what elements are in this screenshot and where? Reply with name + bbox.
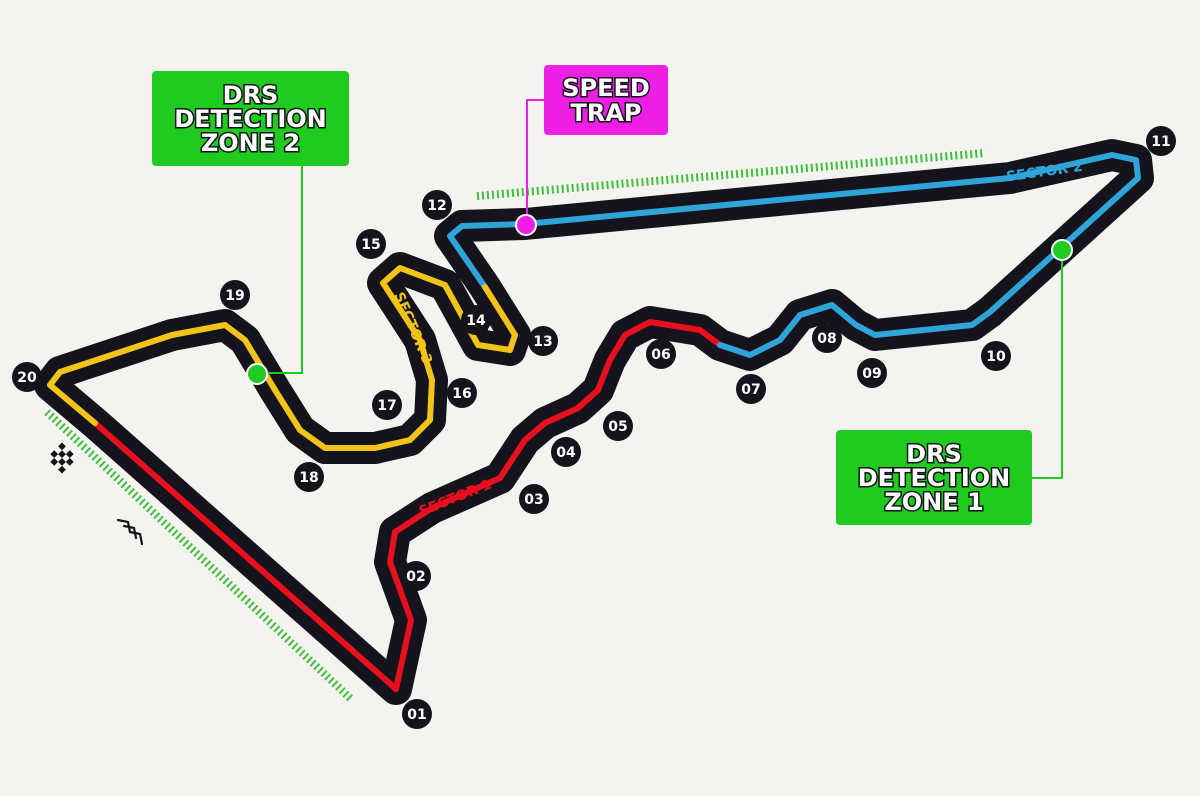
drs-zone-2-line-3: ZONE 2 bbox=[201, 129, 300, 157]
turn-badge-15: 15 bbox=[356, 229, 386, 259]
drs-detection-zone-1-box: DRS DETECTION ZONE 1 bbox=[836, 430, 1032, 525]
speed-trap-line-2: TRAP bbox=[570, 99, 641, 127]
turn-badge-18: 18 bbox=[294, 462, 324, 492]
info-connectors bbox=[258, 99, 1063, 479]
turn-badge-10: 10 bbox=[981, 341, 1011, 371]
drs-zone-2-marker bbox=[246, 363, 268, 385]
speed-trap-line-1: SPEED bbox=[562, 74, 650, 102]
turn-badge-14: 14 bbox=[461, 305, 491, 335]
checkered-flag-square bbox=[58, 458, 66, 466]
turn-label-12: 12 bbox=[427, 198, 446, 214]
checkered-flag-square bbox=[50, 450, 59, 458]
turn-badge-19: 19 bbox=[220, 280, 250, 310]
turn-badge-05: 05 bbox=[603, 411, 633, 441]
turn-badge-04: 04 bbox=[551, 437, 581, 467]
checkered-flag-square bbox=[58, 442, 66, 451]
turn-badge-03: 03 bbox=[519, 484, 549, 514]
drs-detection-zone-2-box: DRS DETECTION ZONE 2 bbox=[152, 71, 349, 166]
turn-badge-13: 13 bbox=[528, 326, 558, 356]
turn-label-02: 02 bbox=[406, 569, 425, 585]
drs-zone-1-line-1: DRS bbox=[906, 440, 962, 468]
turn-badge-07: 07 bbox=[736, 374, 766, 404]
turn-label-10: 10 bbox=[986, 349, 1006, 365]
turn-label-17: 17 bbox=[377, 398, 396, 414]
speed-trap-connector bbox=[526, 99, 545, 224]
sector-1-line bbox=[92, 319, 723, 692]
turn-badge-17: 17 bbox=[372, 390, 402, 420]
turn-label-16: 16 bbox=[452, 386, 471, 402]
turn-badges: 01 02 03 04 05 06 07 08 09 10 11 12 13 1… bbox=[12, 126, 1176, 729]
turn-label-08: 08 bbox=[817, 331, 836, 347]
turn-label-15: 15 bbox=[361, 237, 380, 253]
sector-2-line bbox=[447, 152, 1141, 358]
speed-trap-marker bbox=[515, 214, 537, 236]
turn-badge-20: 20 bbox=[12, 362, 42, 392]
turn-label-11: 11 bbox=[1151, 134, 1170, 150]
turn-badge-06: 06 bbox=[646, 339, 676, 369]
drs-zone-2-line-1: DRS bbox=[223, 81, 279, 109]
checkered-flag-icon bbox=[50, 442, 74, 474]
turn-label-07: 07 bbox=[741, 382, 760, 398]
drs-zone-1-connector bbox=[1032, 250, 1063, 479]
drs-zone-2-line-2: DETECTION bbox=[174, 105, 326, 133]
turn-badge-01: 01 bbox=[402, 699, 432, 729]
turn-badge-11: 11 bbox=[1146, 126, 1176, 156]
turn-label-03: 03 bbox=[524, 492, 543, 508]
turn-badge-12: 12 bbox=[422, 190, 452, 220]
turn-badge-16: 16 bbox=[447, 378, 477, 408]
turn-label-09: 09 bbox=[862, 366, 881, 382]
speed-trap-box: SPEED TRAP bbox=[544, 65, 668, 135]
track-outline bbox=[34, 139, 1154, 705]
turn-badge-02: 02 bbox=[401, 561, 431, 591]
drs-zone-1-marker bbox=[1051, 239, 1073, 261]
drs-zone-1-line-2: DETECTION bbox=[858, 464, 1010, 492]
turn-label-14: 14 bbox=[466, 313, 486, 329]
checkered-flag-square bbox=[65, 450, 74, 458]
turn-label-13: 13 bbox=[533, 334, 552, 350]
turn-label-04: 04 bbox=[556, 445, 576, 461]
turn-label-19: 19 bbox=[225, 288, 244, 304]
turn-label-18: 18 bbox=[299, 470, 318, 486]
drs-zone-2-connector bbox=[258, 165, 303, 374]
checkered-flag-square bbox=[58, 465, 66, 474]
turn-label-01: 01 bbox=[407, 707, 426, 723]
checkered-flag-square bbox=[58, 450, 66, 458]
turn-label-20: 20 bbox=[17, 370, 37, 386]
drs-zone-1-line-3: ZONE 1 bbox=[884, 488, 983, 516]
turn-badge-09: 09 bbox=[857, 358, 887, 388]
checkered-flag-square bbox=[65, 458, 74, 466]
direction-chevrons-icon bbox=[116, 518, 144, 546]
checkered-flag-square bbox=[50, 458, 59, 466]
turn-label-06: 06 bbox=[651, 347, 670, 363]
drs-zone-main-straight bbox=[44, 409, 355, 703]
turn-label-05: 05 bbox=[608, 419, 627, 435]
turn-badge-08: 08 bbox=[812, 323, 842, 353]
